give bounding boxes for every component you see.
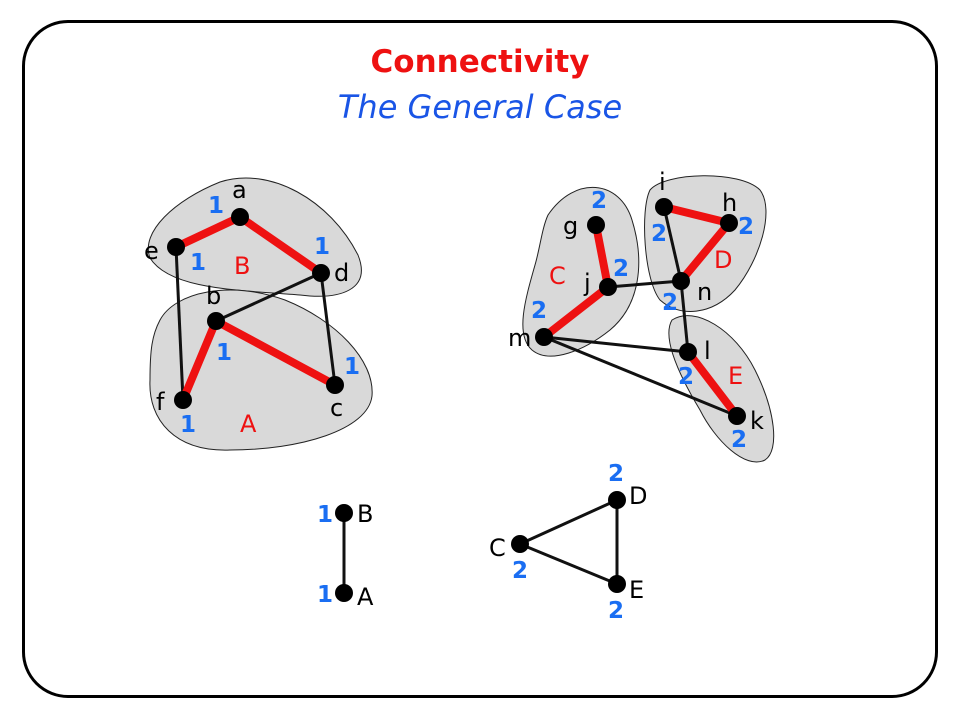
reduced-number-B: 1	[317, 502, 333, 528]
vertex-label-f: f	[156, 388, 165, 416]
number-f: 1	[180, 412, 196, 438]
vertex-label-j: j	[583, 269, 591, 297]
vertex-k	[728, 407, 746, 425]
edge-i-n	[662, 206, 683, 282]
vertex-e	[167, 238, 185, 256]
number-e: 1	[190, 250, 206, 276]
reduced-number-E: 2	[608, 598, 624, 624]
vertex-label-n: n	[697, 278, 712, 306]
reduced-number-D: 2	[608, 461, 624, 487]
vertex-h	[720, 214, 738, 232]
number-j: 2	[613, 256, 629, 282]
number-h: 2	[738, 214, 754, 240]
vertex-label-e: e	[144, 237, 159, 265]
tree-edge-j-m	[540, 283, 612, 341]
group-label-E: E	[728, 362, 743, 390]
edge-n-l	[679, 280, 690, 353]
number-g: 2	[591, 188, 607, 214]
vertex-n	[672, 272, 690, 290]
region-A	[149, 289, 373, 451]
reduced-vertex-D	[608, 491, 626, 509]
reduced-label-A: A	[357, 583, 374, 611]
vertex-m	[535, 328, 553, 346]
vertex-l	[679, 343, 697, 361]
edge-m-k	[543, 335, 738, 418]
number-b: 1	[216, 340, 232, 366]
reduced-edge-C-D	[519, 498, 618, 546]
tree-edge-b-f	[179, 317, 220, 404]
edge-j-n	[607, 279, 682, 289]
slide-title: Connectivity	[370, 44, 590, 80]
number-d: 1	[314, 234, 330, 260]
tree-edge-g-j	[592, 221, 612, 291]
reduced-vertex-A	[335, 584, 353, 602]
group-label-B: B	[234, 252, 250, 280]
group-label-D: D	[714, 246, 732, 274]
slide-subtitle: The General Case	[337, 88, 623, 126]
reduced-number-C: 2	[512, 558, 528, 584]
reduced-label-E: E	[629, 576, 644, 604]
vertex-label-c: c	[330, 394, 343, 422]
reduced-number-A: 1	[317, 582, 333, 608]
vertex-d	[312, 264, 330, 282]
reduced-label-C: C	[489, 534, 506, 562]
vertex-label-l: l	[704, 337, 711, 365]
edge-m-l	[543, 335, 689, 354]
tree-edge-e-a	[172, 213, 244, 251]
group-label-C: C	[549, 262, 566, 290]
number-c: 1	[344, 354, 360, 380]
vertex-label-a: a	[232, 176, 247, 204]
number-l: 2	[678, 364, 694, 390]
reduced-edge-C-E	[519, 542, 618, 586]
tree-edge-h-n	[677, 219, 733, 285]
group-label-A: A	[240, 410, 257, 438]
vertex-label-m: m	[508, 324, 531, 352]
reduced-label-D: D	[629, 482, 647, 510]
tree-edge-i-h	[660, 203, 733, 227]
reduced-vertex-E	[608, 575, 626, 593]
tree-edge-a-d	[236, 213, 325, 277]
reduced-vertex-C	[511, 535, 529, 553]
vertex-label-d: d	[334, 259, 349, 287]
vertex-b	[207, 312, 225, 330]
number-m: 2	[531, 298, 547, 324]
vertex-g	[587, 216, 605, 234]
vertex-j	[599, 278, 617, 296]
edge-b-d	[215, 271, 322, 323]
reduced-vertex-B	[335, 504, 353, 522]
number-k: 2	[731, 427, 747, 453]
tree-edge-b-c	[212, 317, 339, 389]
vertex-a	[231, 208, 249, 226]
vertex-label-h: h	[722, 189, 737, 217]
vertex-label-g: g	[563, 212, 578, 240]
number-a: 1	[208, 193, 224, 219]
number-i: 2	[651, 221, 667, 247]
edge-d-c	[319, 272, 337, 386]
tree-edge-l-k	[684, 348, 741, 420]
vertex-f	[174, 391, 192, 409]
reduced-label-B: B	[357, 500, 373, 528]
vertex-i	[655, 198, 673, 216]
edge-e-f	[174, 246, 185, 401]
vertex-label-b: b	[206, 282, 221, 310]
vertex-label-i: i	[659, 168, 666, 196]
number-n: 2	[662, 290, 678, 316]
vertex-c	[326, 376, 344, 394]
vertex-label-k: k	[750, 407, 764, 435]
